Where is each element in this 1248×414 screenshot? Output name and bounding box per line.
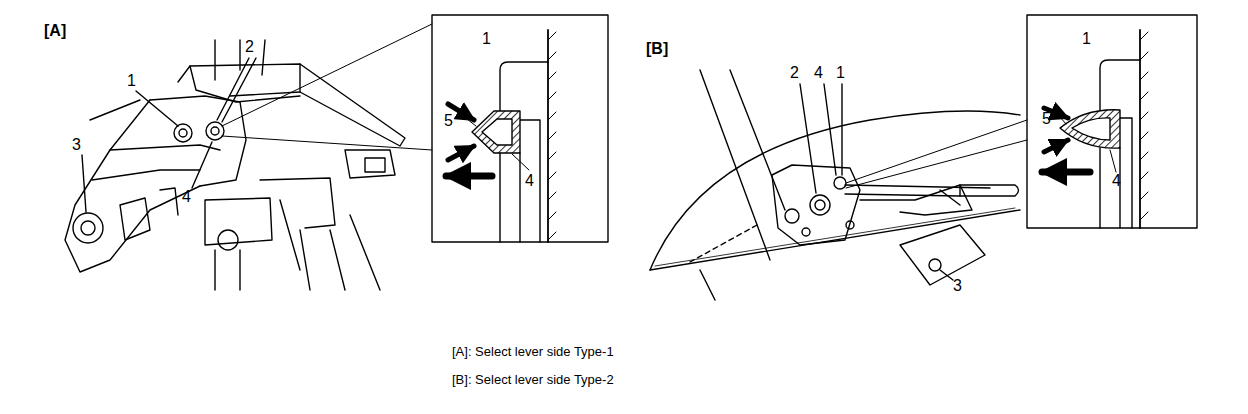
callout-number: 2: [790, 64, 799, 82]
panel-label: [B]: [646, 40, 668, 58]
callout-number: 1: [836, 64, 845, 82]
callout-number: 3: [72, 136, 81, 154]
caption-line: [A]: Select lever side Type-1: [452, 345, 614, 359]
callout-number: 4: [1112, 172, 1121, 190]
callout-number: 3: [953, 277, 962, 295]
callout-number: 4: [525, 172, 534, 190]
callout-number: 1: [482, 30, 491, 48]
panel-label: [A]: [44, 22, 66, 40]
callout-number: 5: [1042, 110, 1051, 128]
callout-number: 5: [444, 112, 453, 130]
callout-number: 1: [127, 72, 136, 90]
caption-line: [B]: Select lever side Type-2: [452, 373, 614, 387]
callout-number: 1: [1082, 30, 1091, 48]
callout-number: 4: [182, 188, 191, 206]
callout-number: 2: [245, 38, 254, 56]
callout-number: 4: [814, 64, 823, 82]
